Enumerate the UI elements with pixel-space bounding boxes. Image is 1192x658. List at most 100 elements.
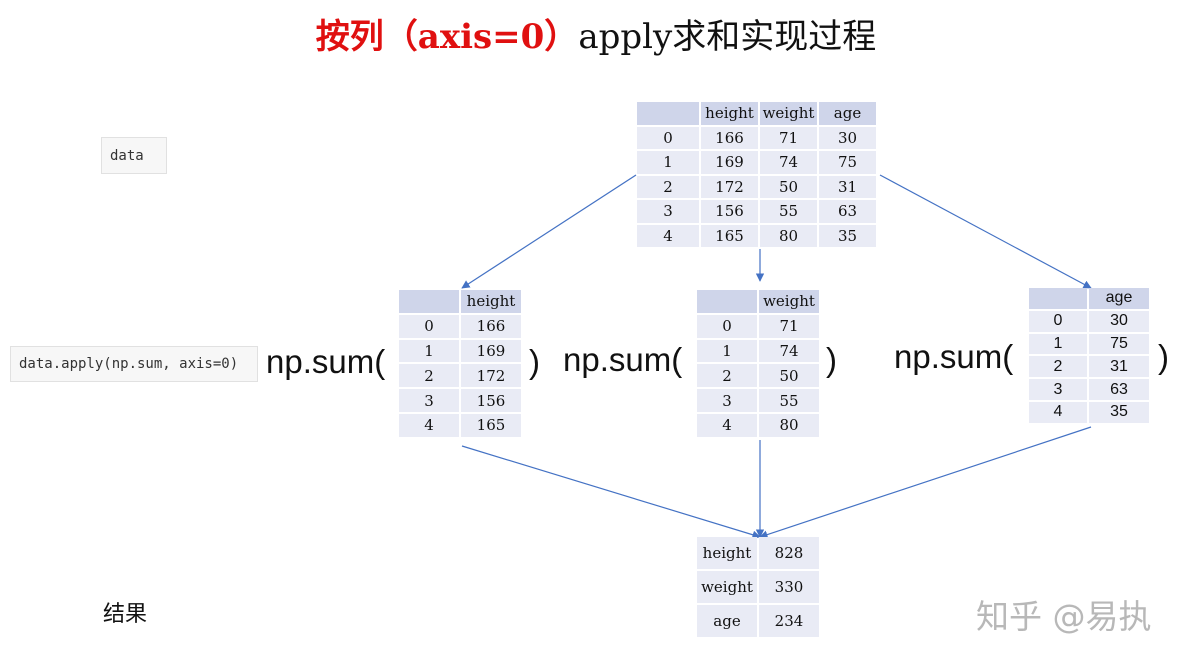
title-highlight: 按列（axis=0） [315,17,579,57]
result-value: 330 [759,571,819,603]
header-cell: height [701,102,758,125]
result-value: 828 [759,537,819,569]
table-cell: 63 [1089,379,1149,400]
page-title: 按列（axis=0）apply求和实现过程 [0,14,1192,60]
table-cell: 74 [759,339,819,363]
header-cell: weight [760,102,817,125]
table-cell: 31 [819,175,876,198]
table-cell: 172 [701,175,758,198]
table-cell: 63 [819,200,876,223]
table-cell: 75 [819,151,876,174]
table-cell: 1 [697,339,757,363]
table-cell: 156 [461,389,521,412]
table-cell: 3 [1029,379,1087,400]
table-cell: 165 [461,413,521,437]
table-row: 1 169 74 75 [637,151,876,174]
table-cell: 71 [760,126,817,149]
table-cell: 35 [1089,401,1149,423]
np-sum-label-weight: np.sum( [563,341,683,378]
table-cell: 3 [697,389,757,412]
table-cell: 4 [637,224,699,247]
close-paren-weight: ) [826,341,837,378]
table-row: 4 165 80 35 [637,224,876,247]
np-sum-label-height: np.sum( [266,343,386,380]
table-cell: 30 [1089,310,1149,332]
table-row: 2 172 50 31 [637,175,876,198]
table-header-row: height weight age [637,102,876,125]
header-cell: age [819,102,876,125]
table-cell: 31 [1089,356,1149,378]
table-row: 0 166 71 30 [637,126,876,149]
header-cell [637,102,699,125]
code-cell-apply: data.apply(np.sum, axis=0) [10,346,258,382]
table-cell: 4 [399,413,459,437]
table-cell: 3 [637,200,699,223]
table-cell: 169 [701,151,758,174]
arrow-to-age [879,174,1092,289]
table-cell: 50 [759,364,819,388]
table-cell: 74 [760,151,817,174]
header-cell: height [461,290,521,313]
table-cell: 0 [637,126,699,149]
close-paren-height: ) [529,343,540,380]
header-cell [697,290,757,313]
result-name: height [697,537,757,569]
table-cell: 80 [759,413,819,437]
code-cell-data: data [101,137,167,174]
result-name: age [697,605,757,637]
table-cell: 2 [399,364,459,388]
header-cell [399,290,459,313]
table-cell: 166 [461,314,521,338]
table-cell: 30 [819,126,876,149]
table-cell: 4 [697,413,757,437]
table-cell: 0 [697,314,757,338]
arrow-age-to-result [759,426,1092,539]
table-row: 3 156 55 63 [637,200,876,223]
table-cell: 2 [1029,356,1087,378]
table-cell: 80 [760,224,817,247]
table-cell: 2 [697,364,757,388]
arrow-to-height [461,174,637,289]
table-cell: 55 [759,389,819,412]
table-cell: 35 [819,224,876,247]
table-cell: 1 [399,339,459,363]
np-sum-label-age: np.sum( [894,338,1014,375]
table-cell: 166 [701,126,758,149]
result-value: 234 [759,605,819,637]
table-row: age 234 [697,605,819,637]
table-row: height 828 [697,537,819,569]
result-table: height 828 weight 330 age 234 [695,535,821,639]
watermark: 知乎 @易执 [976,597,1152,636]
table-cell: 1 [637,151,699,174]
table-cell: 55 [760,200,817,223]
table-cell: 165 [701,224,758,247]
header-cell [1029,288,1087,309]
table-header-row: weight [697,290,819,313]
table-cell: 50 [760,175,817,198]
dataframe-table: height weight age 0 166 71 30 1 169 74 7… [635,100,878,249]
table-cell: 172 [461,364,521,388]
header-cell: weight [759,290,819,313]
header-cell: age [1089,288,1149,309]
table-header-row: age [1029,288,1149,309]
table-row: weight 330 [697,571,819,603]
table-cell: 169 [461,339,521,363]
table-cell: 156 [701,200,758,223]
